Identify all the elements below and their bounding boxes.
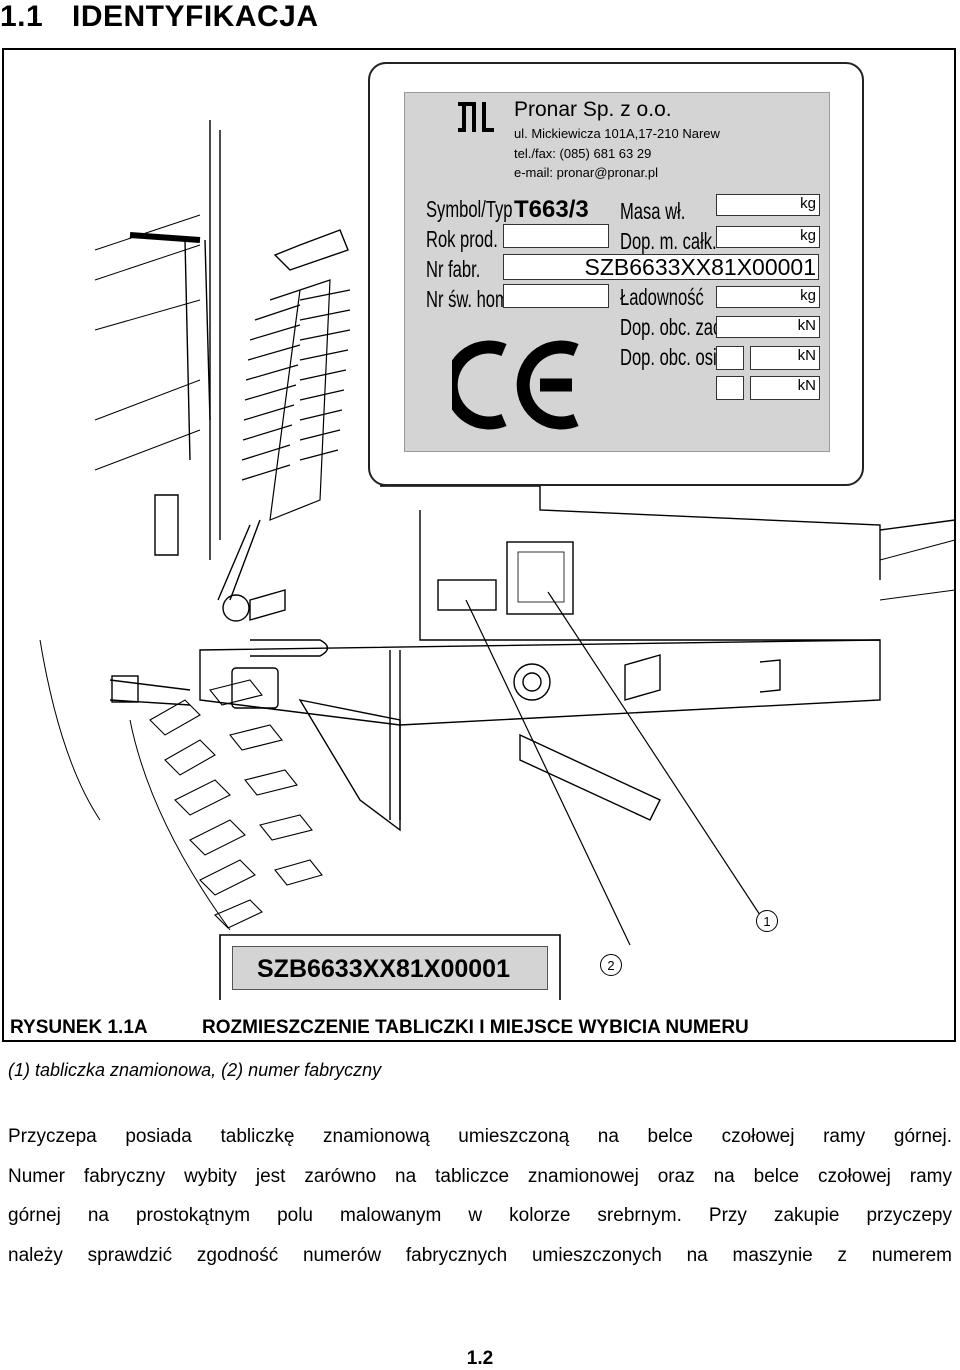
paragraph-line: Numer fabryczny wybity jest zarówno na t…: [8, 1165, 952, 1187]
plate-label-serial: Nr fabr.: [426, 256, 481, 282]
serial-number-strip: SZB6633XX81X00001: [232, 946, 548, 990]
trailer-illustration: [39, 120, 956, 1000]
section-heading: 1.1 IDENTYFIKACJA: [0, 0, 319, 34]
page-number: 1.2: [466, 1348, 494, 1369]
plate-address: ul. Mickiewicza 101A,17-210 Narew: [514, 126, 720, 141]
section-number: 1.1: [0, 0, 44, 33]
plate-label-year: Rok prod.: [426, 226, 498, 252]
plate-label-total-mass: Dop. m. całk.: [620, 228, 717, 254]
plate-homologation-field: [503, 284, 609, 308]
plate-label-mass: Masa wł.: [620, 198, 686, 224]
paragraph-line: należy sprawdzić zgodność numerów fabryc…: [8, 1244, 952, 1266]
ce-mark-icon: CE: [452, 340, 579, 430]
figure-legend: (1) tabliczka znamionowa, (2) numer fabr…: [8, 1060, 382, 1080]
plate-hitch-load-field: kN: [716, 316, 820, 338]
plate-year-field: [503, 224, 609, 248]
plate-mass-field: kg: [716, 194, 820, 216]
figure-frame: [2, 48, 956, 1042]
plate-label-axle-load: Dop. obc. osi: [620, 344, 717, 370]
figure-label: RYSUNEK 1.1A: [10, 1017, 148, 1038]
plate-total-mass-field: kg: [716, 226, 820, 248]
pronar-logo-icon: [458, 102, 494, 132]
plate-serial-field: SZB6633XX81X00001: [503, 254, 819, 280]
plate-axle-load-field-2: kN: [750, 376, 820, 400]
plate-axle-number-field-2: [716, 376, 744, 400]
plate-label-type: Symbol/Typ: [426, 196, 513, 222]
plate-axle-number-field-1: [716, 346, 744, 370]
plate-label-capacity: Ładowność: [620, 284, 704, 310]
callout-2: 2: [600, 954, 622, 976]
plate-phone: tel./fax: (085) 681 63 29: [514, 146, 652, 161]
body-paragraph: Przyczepa posiada tabliczkę znamionową u…: [8, 1117, 952, 1275]
plate-label-hitch-load: Dop. obc. zacz.: [620, 314, 735, 340]
plate-capacity-field: kg: [716, 286, 820, 308]
plate-type-value: T663/3: [514, 196, 589, 223]
callout-1: 1: [756, 910, 778, 932]
paragraph-line: górnej na prostokątnym polu malowanym w …: [8, 1205, 952, 1226]
figure-title: ROZMIESZCZENIE TABLICZKI I MIEJSCE WYBIC…: [202, 1017, 749, 1038]
plate-email: e-mail: pronar@pronar.pl: [514, 165, 658, 180]
section-title: IDENTYFIKACJA: [72, 0, 319, 33]
plate-company: Pronar Sp. z o.o.: [514, 98, 672, 121]
plate-label-homologation: Nr św. hom.: [426, 286, 514, 312]
plate-axle-load-field-1: kN: [750, 346, 820, 370]
paragraph-line: Przyczepa posiada tabliczkę znamionową u…: [8, 1126, 952, 1147]
